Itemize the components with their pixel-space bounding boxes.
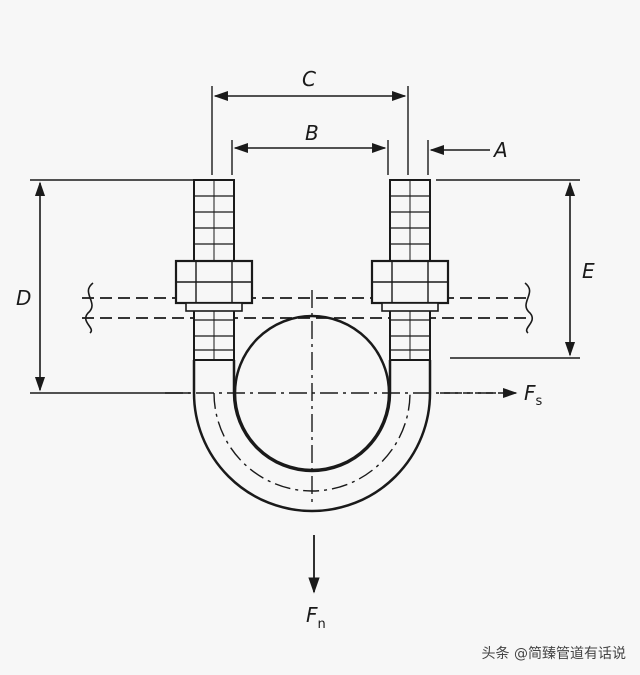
beam-break-right [524, 282, 534, 334]
label-d: D [16, 286, 31, 310]
extension-lines [30, 86, 580, 394]
beam-break-left [84, 282, 94, 334]
watermark: 头条 @简臻管道有话说 [481, 646, 626, 662]
label-fs: Fs [524, 381, 543, 409]
right-nut [370, 259, 450, 312]
support-beam [82, 297, 528, 319]
left-nut [174, 259, 254, 312]
label-e: E [582, 259, 595, 283]
u-bolt-body [192, 360, 432, 513]
label-a: A [492, 138, 508, 162]
label-b: B [305, 121, 319, 145]
label-c: C [302, 67, 316, 91]
label-fn: Fn [306, 603, 326, 632]
